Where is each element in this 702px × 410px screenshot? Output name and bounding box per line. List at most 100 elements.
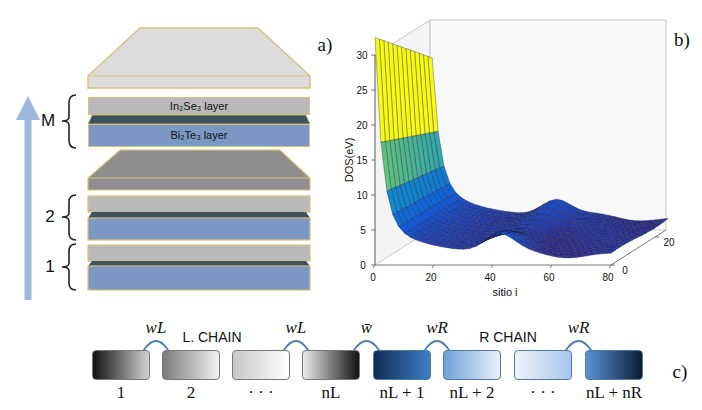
interface-layer <box>88 212 310 218</box>
axis-tick <box>371 90 375 91</box>
in2se3-plate <box>88 245 310 261</box>
chain-site: 1 <box>92 350 150 404</box>
axis-tick <box>371 125 375 126</box>
panel-letter: a) <box>318 35 333 56</box>
chain-name: L. CHAIN <box>182 330 241 345</box>
coupling-label: wL <box>146 319 167 338</box>
coupling-label: wR <box>426 319 448 338</box>
site-box <box>232 350 290 380</box>
ellipsis-layer <box>88 150 310 190</box>
surface-patch <box>387 189 397 215</box>
layer-label: In₂Se₃ layer <box>170 101 228 112</box>
plot-back-pane <box>430 20 666 230</box>
axis-tick <box>373 265 375 268</box>
arrow-head <box>16 96 40 120</box>
group-brace <box>62 244 76 290</box>
group-brace <box>62 95 76 148</box>
site-box <box>302 350 360 380</box>
site-index: 2 <box>187 384 196 403</box>
axis-tick <box>550 265 552 268</box>
coupling-label: w̄ <box>361 319 372 338</box>
axis-tick <box>611 265 615 266</box>
tick-label: 0 <box>360 260 366 271</box>
dos-surface <box>375 38 668 258</box>
tick-label: 25 <box>356 85 367 96</box>
site-box <box>585 350 643 380</box>
site-index: nL + 2 <box>450 384 495 403</box>
tick-label: 40 <box>484 272 495 283</box>
site-index: 1 <box>117 384 126 403</box>
tick-label: 0 <box>370 272 376 283</box>
surface-patch <box>393 212 403 226</box>
panel-letter: b) <box>674 30 690 51</box>
site-index: nL + nR <box>586 384 642 403</box>
bi2te3-plate <box>88 266 310 290</box>
surface-patch <box>493 231 503 235</box>
tick-label: 30 <box>356 50 367 61</box>
plot-axes <box>371 20 666 268</box>
panel-letter: c) <box>673 362 688 383</box>
coupling-label: wL <box>286 319 307 338</box>
site-box <box>443 350 501 380</box>
coupling-arc <box>425 341 449 350</box>
group-label: M <box>41 112 55 131</box>
layer-label: Bi₂Te₃ layer <box>170 130 227 141</box>
site-index: nL + 1 <box>380 384 425 403</box>
axis-tick <box>371 230 375 231</box>
growth-arrow <box>25 118 32 300</box>
tick-label: 80 <box>602 272 613 283</box>
top-layer <box>88 28 310 88</box>
interface-layer <box>88 115 310 124</box>
site-box <box>373 350 431 380</box>
axis-tick <box>371 265 375 266</box>
group-brace <box>62 195 76 240</box>
site-box <box>162 350 220 380</box>
group-label: 2 <box>45 208 54 227</box>
site-index: · · · <box>248 384 273 403</box>
coupling-arc <box>566 341 591 350</box>
axis-title: sitio i <box>492 286 517 298</box>
surface-patch <box>381 141 391 191</box>
coupling-arc <box>354 341 379 350</box>
layer-edge <box>88 76 310 77</box>
layer-edge <box>88 178 310 179</box>
bi2te3-plate <box>88 218 310 240</box>
axis-tick <box>491 265 493 268</box>
coupling-arc <box>144 341 168 350</box>
site-index: nL <box>322 384 341 403</box>
chain-site: nL <box>302 350 360 404</box>
material-layer: In₂Se₃ layer <box>88 97 310 115</box>
tick-label: 10 <box>356 190 367 201</box>
chain-site: · · · <box>232 350 290 404</box>
interface-layer <box>88 261 310 266</box>
site-box <box>92 350 150 380</box>
site-index: · · · <box>530 384 555 403</box>
tick-label: 15 <box>356 155 367 166</box>
axis-tick <box>371 55 375 56</box>
axis-tick <box>655 237 659 238</box>
tick-label: 60 <box>543 272 554 283</box>
coupling-arc <box>284 341 308 350</box>
chain-site: · · · <box>514 350 572 404</box>
coupling-label: wR <box>568 319 590 338</box>
axis-tick <box>432 265 434 268</box>
chain-site: nL + 2 <box>443 350 501 404</box>
axis-title: DOS(eV) <box>343 138 355 183</box>
tick-label: 20 <box>425 272 436 283</box>
chain-site: nL + 1 <box>373 350 431 404</box>
in2se3-plate <box>88 196 310 212</box>
chain-site: 2 <box>162 350 220 404</box>
axis-tick <box>371 195 375 196</box>
tick-label: 20 <box>356 120 367 131</box>
group-label: 1 <box>45 258 54 277</box>
plot-back-pane <box>375 20 430 265</box>
chain-site: nL + nR <box>585 350 643 404</box>
chain-name: R CHAIN <box>479 330 537 345</box>
axis-tick <box>371 160 375 161</box>
tick-label: 0 <box>622 265 628 276</box>
surface-patch <box>375 38 385 143</box>
tick-label: 5 <box>360 225 366 236</box>
tick-label: 20 <box>663 237 674 248</box>
